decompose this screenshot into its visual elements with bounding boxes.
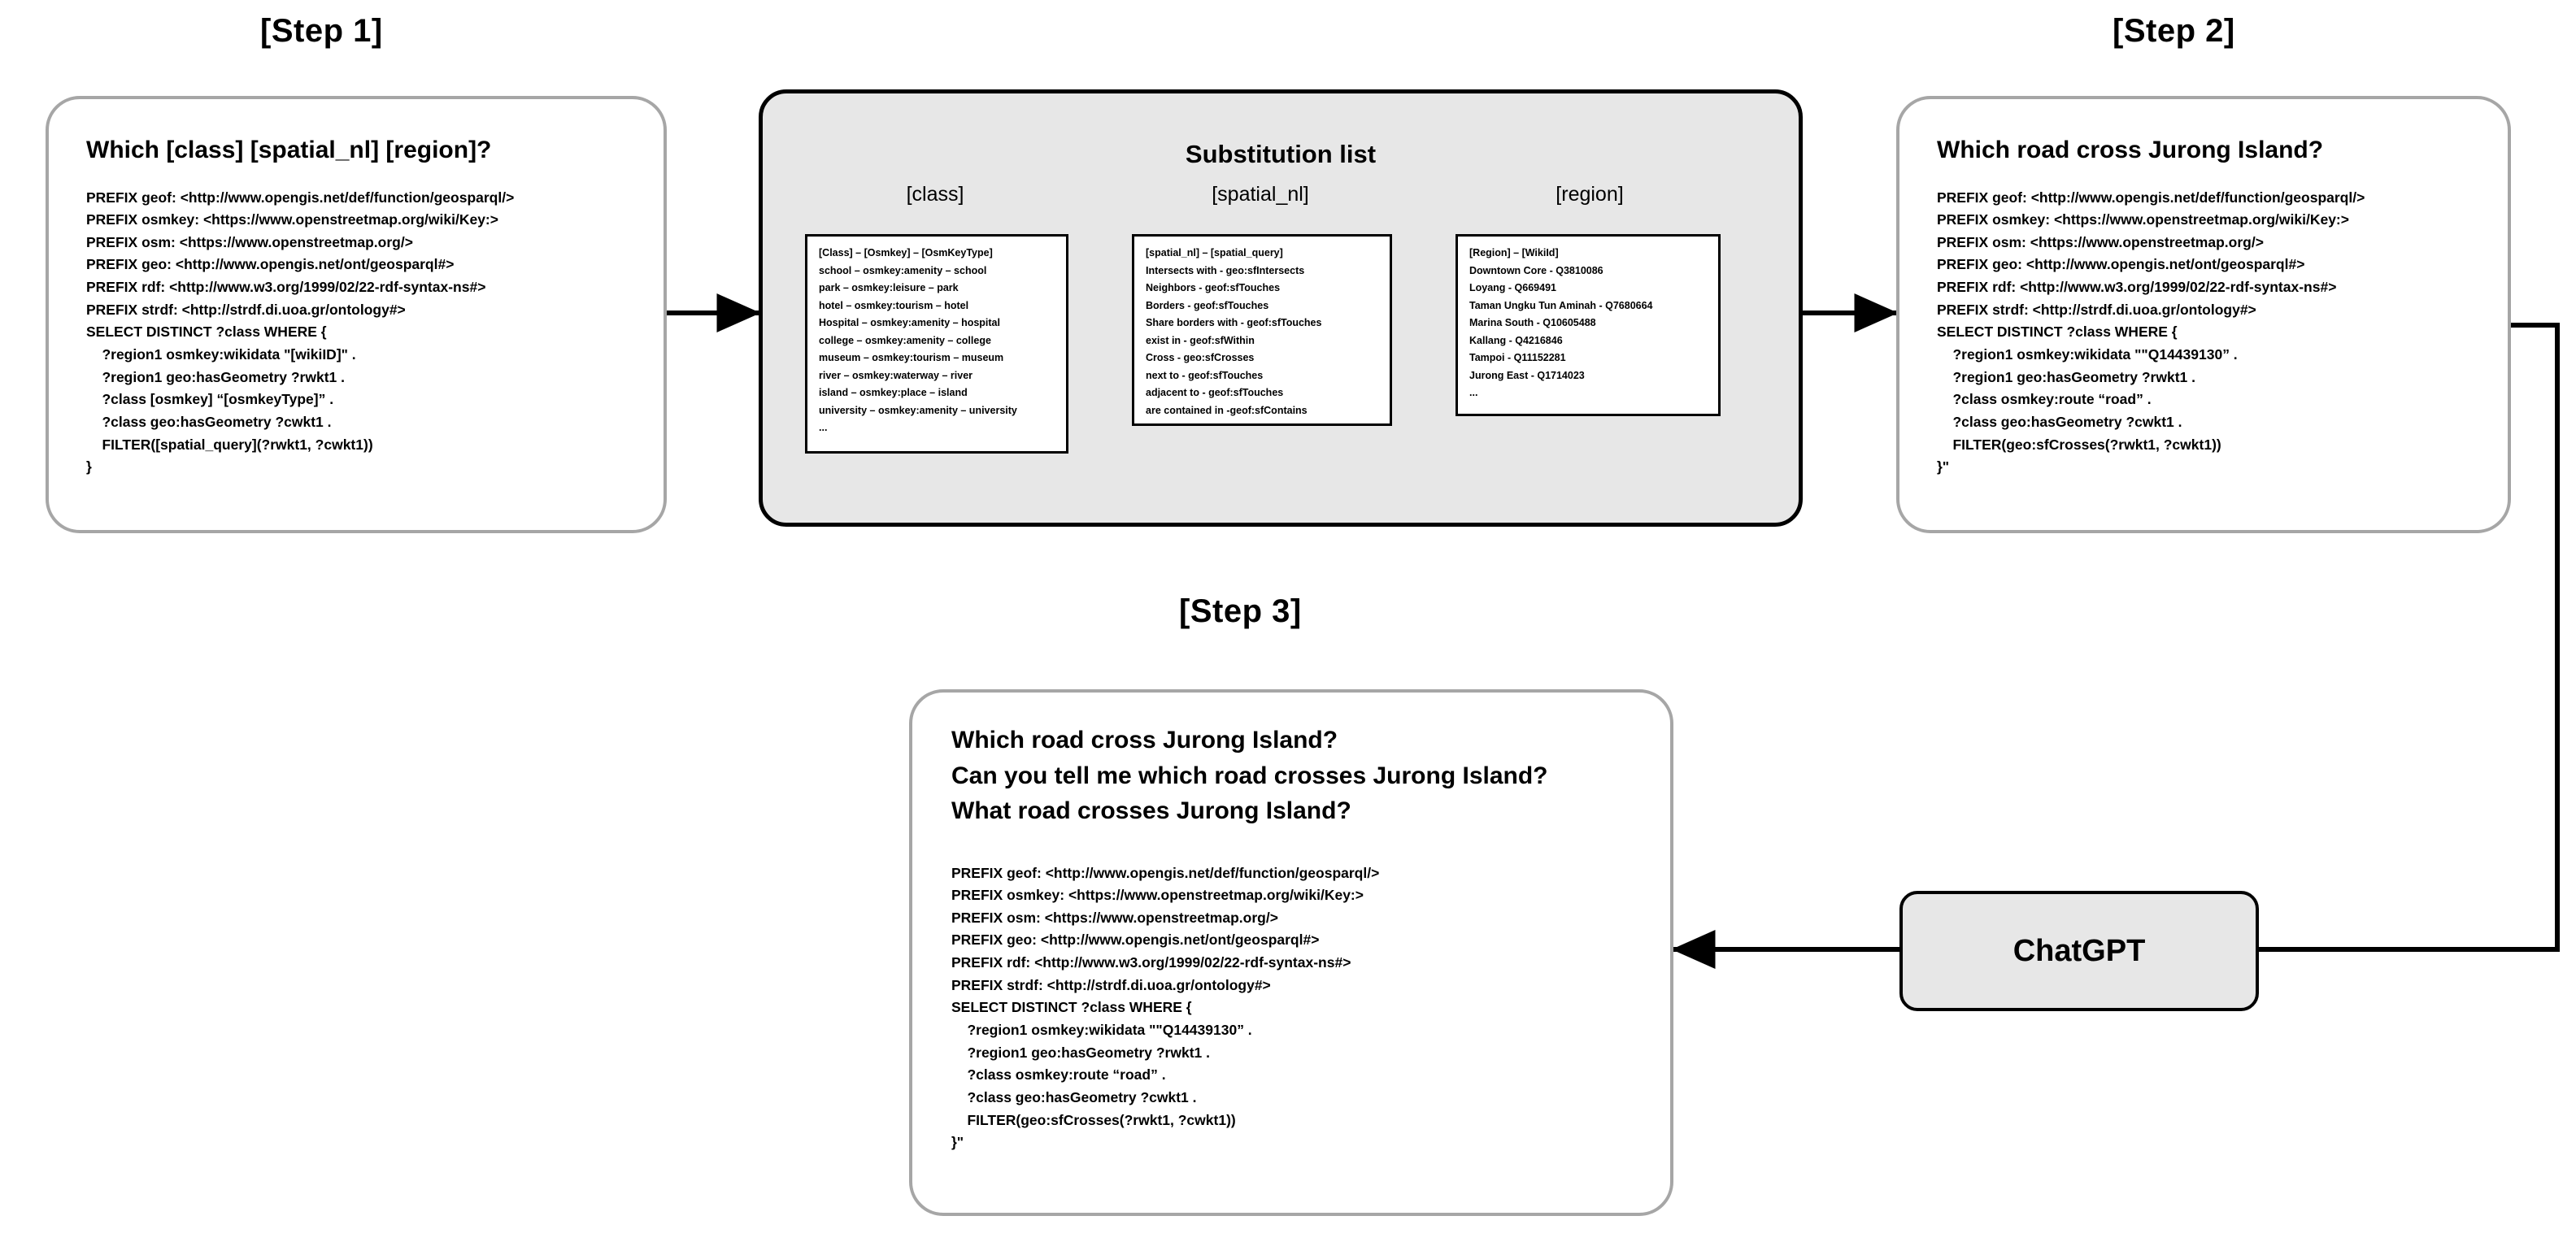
step3-title-line-3: What road crosses Jurong Island? xyxy=(951,797,1351,824)
step1-card: Which [class] [spatial_nl] [region]? PRE… xyxy=(46,96,667,533)
chatgpt-label: ChatGPT xyxy=(2012,933,2146,968)
substitution-column-label-class: [class] xyxy=(906,183,964,206)
step3-title-line-2: Can you tell me which road crosses Juron… xyxy=(951,762,1548,789)
step2-prefixes: PREFIX geof: <http://www.opengis.net/def… xyxy=(1937,189,2365,318)
step2-title: Which road cross Jurong Island? xyxy=(1937,137,2324,163)
step3-query: SELECT DISTINCT ?class WHERE { ?region1 … xyxy=(951,999,1252,1151)
step3-card: Which road cross Jurong Island? Can you … xyxy=(909,689,1673,1216)
substitution-table-spatial-nl: [spatial_nl] – [spatial_query] Intersect… xyxy=(1132,234,1392,426)
step2-label: [Step 2] xyxy=(2113,13,2235,49)
step2-query: SELECT DISTINCT ?class WHERE { ?region1 … xyxy=(1937,324,2238,476)
step2-card: Which road cross Jurong Island? PREFIX g… xyxy=(1896,96,2511,533)
substitution-column-label-spatial-nl: [spatial_nl] xyxy=(1212,183,1309,206)
step3-title-line-1: Which road cross Jurong Island? xyxy=(951,727,1338,753)
step1-label: [Step 1] xyxy=(260,13,383,49)
substitution-table-region: [Region] – [WikiId] Downtown Core - Q381… xyxy=(1456,234,1721,416)
step3-label: [Step 3] xyxy=(1179,593,1302,629)
step1-prefixes: PREFIX geof: <http://www.opengis.net/def… xyxy=(86,189,515,318)
step1-query: SELECT DISTINCT ?class WHERE { ?region1 … xyxy=(86,324,373,476)
step1-title: Which [class] [spatial_nl] [region]? xyxy=(86,137,492,163)
substitution-column-label-region: [region] xyxy=(1556,183,1624,206)
step3-prefixes: PREFIX geof: <http://www.opengis.net/def… xyxy=(951,864,1380,993)
substitution-table-class: [Class] – [Osmkey] – [OsmKeyType] school… xyxy=(805,234,1068,454)
substitution-title: Substitution list xyxy=(1185,140,1377,168)
chatgpt-node[interactable]: ChatGPT xyxy=(1899,891,2259,1011)
